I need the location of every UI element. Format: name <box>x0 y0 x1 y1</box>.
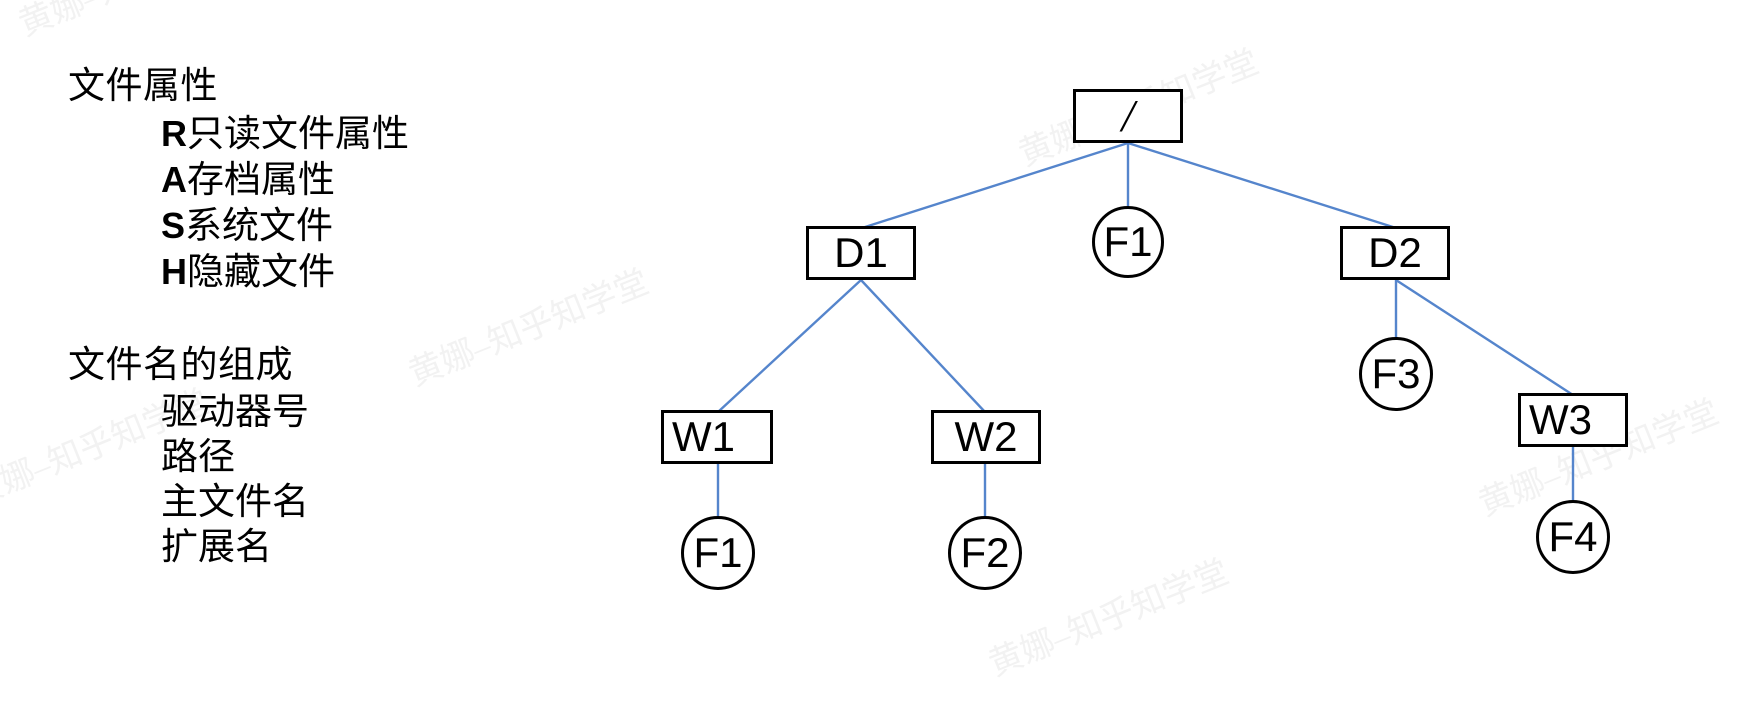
tree-node-root[interactable]: / <box>1073 89 1183 143</box>
tree-node-label-w3: W3 <box>1529 396 1592 443</box>
tree-node-f4[interactable]: F4 <box>1536 500 1610 574</box>
tree-node-f1a[interactable]: F1 <box>1092 206 1164 278</box>
tree-node-w3[interactable]: W3 <box>1518 393 1628 447</box>
tree-node-d1[interactable]: D1 <box>806 226 916 280</box>
notes-heading-filename-composition: 文件名的组成 <box>68 345 293 386</box>
tree-node-w1[interactable]: W1 <box>661 410 773 464</box>
tree-node-label-f1b: F1 <box>693 529 743 576</box>
tree-edge-root-to-d2 <box>1127 141 1397 230</box>
notes-item-readonly: R只读文件属性 <box>161 111 538 157</box>
tree-node-d2[interactable]: D2 <box>1340 226 1450 280</box>
tree-node-label-root: / <box>1121 90 1135 141</box>
notes-item-path: 路径 <box>161 437 235 478</box>
notes-panel: 文件属性 R只读文件属性 A存档属性 S系统文件 H隐藏文件 文件名的组成 驱动… <box>68 62 538 570</box>
tree-node-label-f4: F4 <box>1548 513 1598 560</box>
tree-node-label-d1: D1 <box>834 229 888 276</box>
tree-node-label-f3: F3 <box>1371 350 1421 397</box>
tree-node-f1b[interactable]: F1 <box>681 516 755 590</box>
notes-item-archive: A存档属性 <box>161 157 538 203</box>
attr-text-archive: 存档属性 <box>187 160 335 201</box>
tree-node-f2[interactable]: F2 <box>948 516 1022 590</box>
tree-edge-d1-to-w2 <box>860 279 986 413</box>
notes-item-main-filename: 主文件名 <box>161 482 309 523</box>
tree-node-label-w2: W2 <box>954 413 1018 460</box>
tree-node-w2[interactable]: W2 <box>931 410 1041 464</box>
attr-text-system: 系统文件 <box>185 206 334 247</box>
notes-heading-file-attributes: 文件属性 <box>68 66 218 107</box>
attr-letter-r: R <box>161 113 187 154</box>
attr-text-hidden: 隐藏文件 <box>187 252 335 293</box>
notes-item-hidden: H隐藏文件 <box>161 249 538 295</box>
attr-letter-s: S <box>161 205 186 246</box>
notes-item-drive-letter: 驱动器号 <box>161 392 309 433</box>
tree-node-f3[interactable]: F3 <box>1359 337 1433 411</box>
attr-letter-h: H <box>161 251 187 292</box>
notes-item-system: S系统文件 <box>161 203 538 249</box>
tree-node-label-w1: W1 <box>672 413 735 460</box>
notes-item-extension: 扩展名 <box>161 527 272 568</box>
attr-text-readonly: 只读文件属性 <box>187 114 409 155</box>
attr-letter-a: A <box>161 159 187 200</box>
tree-node-label-f2: F2 <box>960 529 1010 576</box>
tree-node-label-d2: D2 <box>1368 229 1422 276</box>
tree-node-label-f1a: F1 <box>1103 218 1153 265</box>
tree-edge-d1-to-w1 <box>717 279 862 413</box>
tree-edge-root-to-d1 <box>861 141 1129 230</box>
